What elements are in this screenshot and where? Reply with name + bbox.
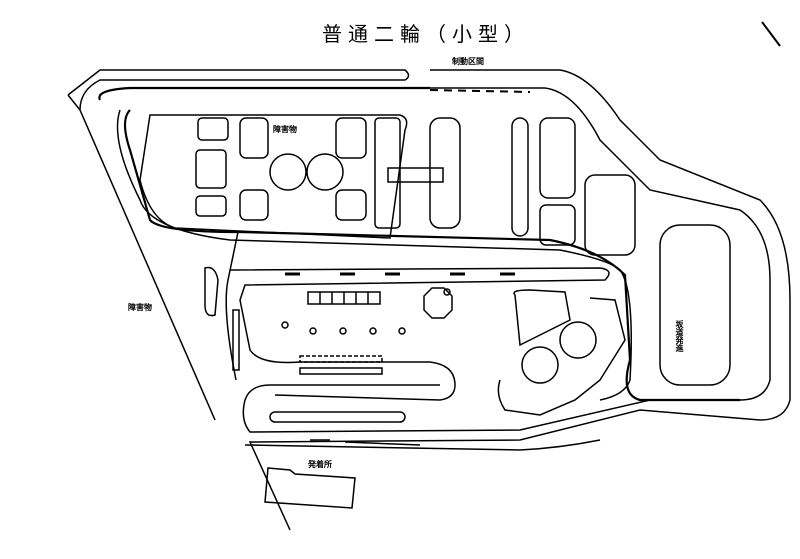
obstacle-tiles [195, 117, 401, 229]
islands [387, 117, 731, 386]
crank-block-2 [497, 297, 626, 416]
obstacle-top-label: 障害物 [273, 125, 297, 134]
outer-boundary [67, 69, 791, 531]
circle-2 [559, 321, 597, 359]
braking-dashes [429, 89, 531, 93]
block-left [139, 114, 408, 239]
narrow-beam-2 [299, 367, 383, 375]
outer-lane [140, 87, 771, 433]
circle-1 [521, 346, 559, 384]
start-point-label: 発着所 [308, 460, 332, 469]
obstacle-left-label: 障害物 [128, 303, 152, 312]
narrow-beam [299, 355, 383, 363]
inner-lane [116, 109, 632, 401]
start-area-lane [244, 439, 601, 451]
straight-island [269, 411, 406, 423]
left-island [204, 266, 219, 317]
crank-block [513, 289, 571, 347]
page-title: 普通二輪（小型） [322, 22, 530, 46]
middle-lane [225, 231, 610, 401]
braking-section-label: 制動区間 [452, 57, 484, 66]
left-bar [232, 309, 240, 371]
start-building [264, 467, 356, 509]
hill-start-label: 坂道発進 [675, 320, 684, 352]
pylons [281, 321, 406, 335]
octagon [423, 287, 453, 319]
corner-mark [761, 21, 781, 47]
route-line [98, 86, 740, 402]
start-arrow [310, 439, 421, 446]
octagon-marker [443, 288, 451, 296]
slalom-boxes [307, 291, 381, 305]
